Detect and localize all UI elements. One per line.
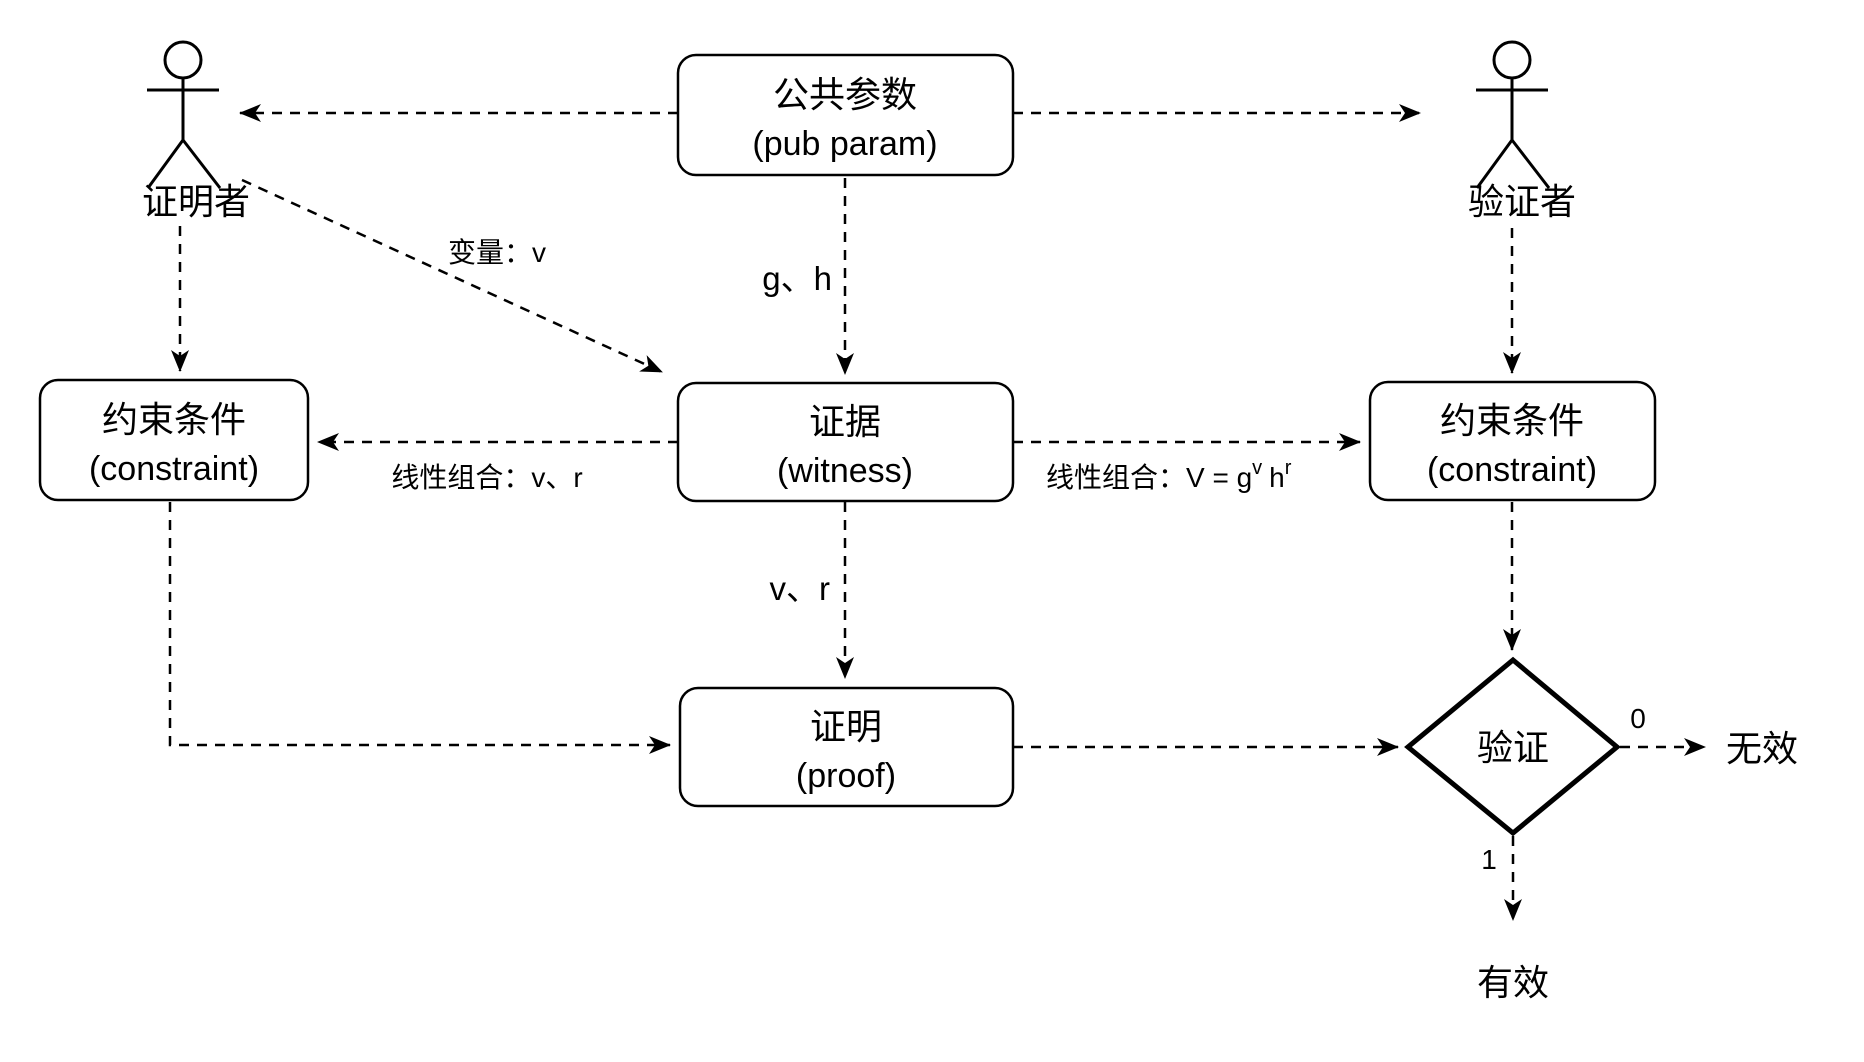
constraint-left-title: 约束条件	[102, 399, 246, 440]
outcome-invalid: 无效	[1726, 728, 1798, 769]
witness-node: 证据 (witness)	[676, 381, 1015, 503]
linear-combo-right-sup-v: v	[1252, 457, 1262, 479]
proof-title: 证明	[810, 706, 882, 747]
constraint-right-subtitle: (constraint)	[1427, 451, 1597, 489]
verify-decision-node: 验证	[1404, 656, 1621, 837]
edge-label-linear-combo-left: 线性组合：v、r	[391, 462, 582, 493]
edge-label-generators: g、h	[762, 260, 832, 297]
witness-title: 证据	[809, 401, 881, 442]
edge-label-witness-values: v、r	[770, 570, 831, 607]
proof-node: 证明 (proof)	[678, 686, 1015, 808]
pub-param-node: 公共参数 (pub param)	[676, 53, 1015, 177]
verifier-label: 验证者	[1468, 181, 1576, 222]
arrow-constraint-left-to-proof	[168, 502, 671, 754]
linear-combo-right-base: 线性组合：V = g	[1046, 462, 1252, 493]
branch-label-zero: 0	[1630, 703, 1646, 734]
edge-label-variable: 变量：v	[448, 237, 546, 268]
witness-subtitle: (witness)	[777, 452, 913, 490]
arrow-prover-to-witness	[241, 178, 663, 374]
constraint-right-node: 约束条件 (constraint)	[1368, 380, 1657, 502]
outcome-valid: 有效	[1477, 962, 1549, 1003]
pub-param-subtitle: (pub param)	[752, 125, 937, 163]
verifier-actor-icon	[1475, 40, 1551, 189]
proof-subtitle: (proof)	[796, 757, 896, 795]
branch-label-one: 1	[1481, 844, 1497, 875]
linear-combo-right-mid: h	[1269, 462, 1285, 493]
constraint-left-node: 约束条件 (constraint)	[38, 378, 310, 502]
constraint-right-title: 约束条件	[1440, 400, 1584, 441]
linear-combo-right-sup-r: r	[1285, 457, 1292, 479]
prover-actor-icon	[146, 40, 222, 189]
pub-param-title: 公共参数	[773, 74, 917, 115]
prover-label: 证明者	[142, 181, 250, 222]
constraint-left-subtitle: (constraint)	[89, 450, 259, 488]
verify-label: 验证	[1477, 727, 1549, 768]
